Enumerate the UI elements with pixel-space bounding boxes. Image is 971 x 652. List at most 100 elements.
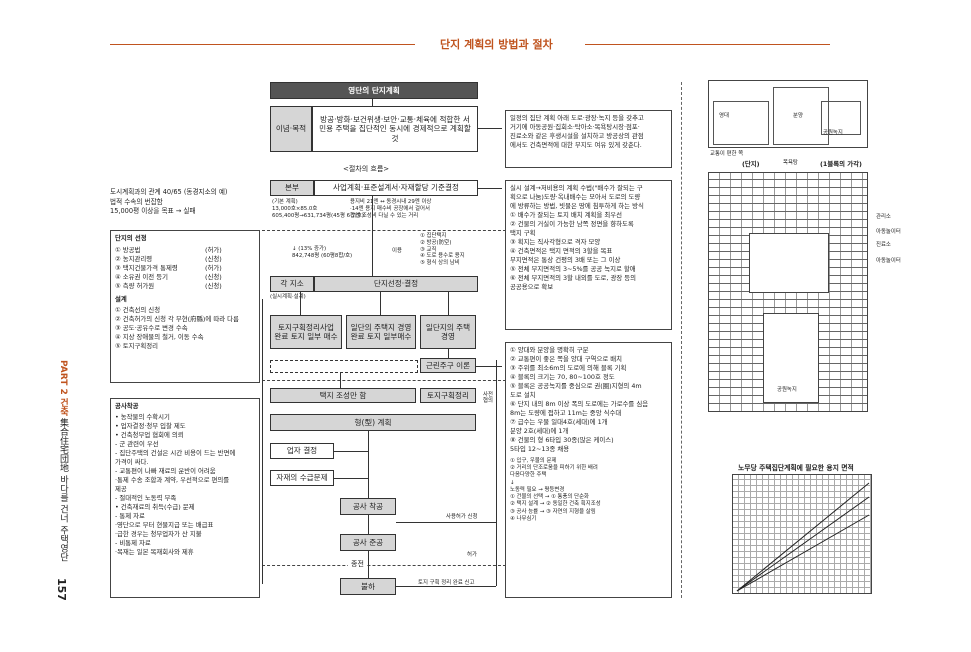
page-title: 단지 계획의 방법과 절차 <box>440 38 553 51</box>
page-number: 157 <box>55 578 68 601</box>
list-item: • 농작물의 수확시기 <box>115 412 170 421</box>
list-item: - 비통제 자료 <box>115 538 151 547</box>
list-item: ·영단으로 부터 현물지급 또는 배급표 <box>115 520 214 529</box>
sub-decide-box: 업자 결정 <box>270 443 334 459</box>
list-item: ② 농지관리령(신청) <box>115 254 222 263</box>
list-item: 8m는 도량에 접하고 11m는 중앙 식수대 <box>510 408 622 417</box>
conn <box>448 292 449 315</box>
list-item: ③ 획지는 직사각형으로 격자 모양 <box>510 237 601 246</box>
site-map-label-a: (단지) <box>742 160 760 168</box>
list-item: 공공용으로 확보 <box>510 282 554 291</box>
list-item: ② 건축허가의 신청 각 부현(府縣)에 따라 다름 <box>115 314 239 323</box>
end-label: 종전 <box>348 559 367 569</box>
list-item: ① 양대와 분양을 명확히 구분 <box>510 346 589 354</box>
process-label: <절차의 흐름> <box>343 165 390 173</box>
column-divider <box>681 82 682 598</box>
hq-box: 본부 <box>270 180 314 196</box>
list-item: - 절대적인 노동력 부족 <box>115 493 177 502</box>
list-item: ③ 공사 능률 → ③ 자연의 지형을 살림 <box>510 508 596 515</box>
list-item: ⑥ 전체 부지면적의 3할 내외를 도로, 광장 등의 <box>510 273 636 282</box>
left-work-box: 공사착공 • 농작물의 수확시기• 업자결정·청부 입찰 제도• 건축청부업 협… <box>110 398 260 598</box>
list-item: 일정의 집단 계획 아래 도로·광장·녹지 등을 갖추고 <box>510 114 644 122</box>
complete-box: 공사 준공 <box>340 534 396 551</box>
conn <box>448 349 449 358</box>
conn <box>334 478 368 479</box>
list-item: ① 건물의 선택 → ① 통풍의 단순화 <box>510 494 590 501</box>
start-box: 공사 착공 <box>340 498 396 515</box>
conn <box>262 299 263 584</box>
flow-col1: 토지구획정리사업 완료 토지 일부 매수 <box>270 315 342 349</box>
site-map-side-1: 관리소 <box>876 214 891 220</box>
list-item: ① 방공법(허가) <box>115 245 222 254</box>
list-item: 노동력 필요 → 평등변경 <box>510 486 565 493</box>
list-item: - 집단주택의 건설은 시간 비용이 드는 반면에 <box>115 448 236 457</box>
list-item: • 건축청부업 협회에 의뢰 <box>115 430 184 439</box>
list-item: 획으로 나눔)도량·옥내배수는 모아서 도로의 도량 <box>510 192 641 201</box>
side-note: 사전 협의 <box>483 392 493 405</box>
ideal-label: 이념·목적 <box>270 106 312 152</box>
conn <box>340 373 341 388</box>
zoning-label: 교통이 편한 쪽 <box>710 151 744 157</box>
list-item: • 업자결정·청부 입찰 제도 <box>115 421 186 430</box>
conn <box>478 128 502 129</box>
part-label: PART 2 건축 <box>58 360 68 416</box>
list-item: 실시 설계→저비용의 계획 수법("배수가 잘되는 구 <box>510 184 643 192</box>
list-item: ② 건물의 거실이 가능한 남쪽 정면을 향하도록 <box>510 219 634 228</box>
conn <box>372 99 373 106</box>
report-note: 토지 구획 정리 완료 신고 <box>418 580 475 586</box>
list-item: ③ 택지건물가격 통제령(허가) <box>115 263 222 272</box>
site-map-label-b: 목욕탕 <box>783 160 798 166</box>
list-item: ·통제 수송 조합과 계약, 우선적으로 편의를 <box>115 475 230 484</box>
conn <box>372 196 373 276</box>
near-box: 근린주구 이론 <box>420 358 476 373</box>
list-item: ② 교통편이 좋은 쪽을 양대 구역으로 배치 <box>510 354 622 363</box>
conn <box>476 366 502 367</box>
list-item: 거기에 아동공원·집회소·탁아소·목욕탕시장·점포· <box>510 122 640 131</box>
list-item: 분양 2호(세대)에 1개 <box>510 426 569 435</box>
list-item: ① 배수가 잘되는 토지 배치 계획을 최우선 <box>510 210 622 219</box>
list-item: ④ 지상 장애물의 철거, 이동 수속 <box>115 332 204 341</box>
list-item: ② 거리의 단조로움을 피하기 위한 배려 <box>510 464 598 471</box>
list-item: 에 방류하는 방법, 빗물은 땅에 침투하게 하는 방식 <box>510 201 644 210</box>
site-box: 단지선정·결정 <box>314 276 478 292</box>
site-map-side-3: 진료소 <box>876 242 891 248</box>
list-item: 부지면적은 통상 건평의 3배 또는 그 이상 <box>510 255 621 264</box>
branch-note: (실시계획·설계) <box>270 294 306 300</box>
list-item: ⑤ 전체 부지면적의 3~5%를 공공 녹지로 할애 <box>510 264 636 273</box>
hq-work-box: 사업계획·표준설계서·자재할당 기준결정 <box>314 180 478 196</box>
small-increase: ↓ (13% 증가)842,748평 (60평8합/호) <box>292 246 353 259</box>
conn <box>300 292 301 315</box>
start-permit-note: 사용허가 신청 <box>446 514 478 520</box>
list-item: 에서도 건축면적에 대한 부지도 여유 있게 갖춘다. <box>510 140 642 149</box>
list-item: ↓ <box>510 479 515 486</box>
list-item: 가격이 싸다. <box>115 457 149 466</box>
list-item: 다음다양한 주택 <box>510 472 547 479</box>
list-item: ④ 나무심기 <box>510 516 537 522</box>
small-land-cost: 용지비 21엔 ↔ 동경시내 29엔 이상·14엔 용지 매수비 공장에서 걸어… <box>350 199 432 219</box>
conn <box>496 360 497 586</box>
graph-title: 노무당 주택집단계획에 필요한 용지 면적 <box>738 464 854 472</box>
readjust-box: 토지구획정리 <box>420 388 476 403</box>
list-item: ① 건축선의 신청 <box>115 305 161 314</box>
list-item: ④ 블록의 크기는 70, 80~100호 정도 <box>510 372 615 381</box>
plan-box: 형(型) 계획 <box>270 414 476 431</box>
site-map-side-4: 아동놀이터 <box>876 258 901 264</box>
list-item: 택지 구획 <box>510 228 536 237</box>
conn <box>478 188 502 189</box>
list-item: ④ 건축면적은 택지 면적의 3할을 목표 <box>510 246 613 255</box>
list-item: ③ 공도·공유수로 변경 수속 <box>115 323 188 332</box>
list-item: 도로 설치 <box>510 390 536 399</box>
dash-divider <box>262 230 506 231</box>
list-item: • 건축재료의 취득(수급) 문제 <box>115 502 195 511</box>
dash-divider-3 <box>262 565 506 566</box>
list-item: 5타입 12~13종 채용 <box>510 444 570 453</box>
branch-box: 각 지소 <box>270 276 314 292</box>
list-item: ② 택지 설계 → ② 동일한 건축 획지조성 <box>510 501 601 508</box>
near-dash <box>270 360 418 373</box>
list-item: ① 입구, 우물의 문제 <box>510 457 557 464</box>
conn <box>396 522 496 523</box>
develop-box: 택지 조성만 함 <box>270 388 416 403</box>
